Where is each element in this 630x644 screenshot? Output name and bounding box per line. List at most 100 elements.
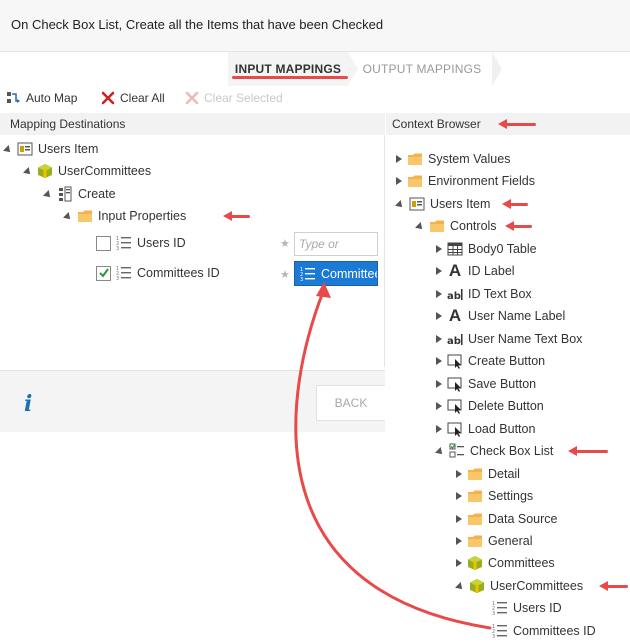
- tree-item-environment-fields[interactable]: Environment Fields: [396, 171, 535, 191]
- expand-icon[interactable]: [415, 222, 425, 232]
- svg-text:3: 3: [116, 246, 119, 251]
- smartobject-icon: [468, 556, 482, 570]
- expand-icon[interactable]: [396, 177, 402, 185]
- expand-icon[interactable]: [63, 212, 73, 222]
- svg-text:2: 2: [492, 606, 495, 612]
- svg-text:1: 1: [300, 267, 303, 273]
- tree-item-label: Check Box List: [470, 444, 554, 458]
- clear-all-button[interactable]: Clear All: [100, 89, 165, 107]
- expand-icon[interactable]: [436, 267, 442, 275]
- folder-icon: [468, 513, 482, 525]
- tree-item-usercommittees[interactable]: UserCommittees: [23, 161, 152, 181]
- expand-icon[interactable]: [395, 200, 405, 210]
- users-id-mapping-input[interactable]: Type or: [294, 232, 378, 256]
- expand-icon[interactable]: [436, 290, 442, 298]
- tree-item-delete-button[interactable]: Delete Button: [436, 396, 544, 416]
- tree-item-controls[interactable]: Controls: [415, 216, 497, 236]
- tree-item-body0-table[interactable]: Body0 Table: [436, 239, 537, 259]
- users-id-checkbox[interactable]: [96, 235, 111, 251]
- tree-item-users-item[interactable]: Users Item: [3, 139, 99, 159]
- tree-item-label: Save Button: [468, 377, 537, 391]
- button-icon: [447, 377, 462, 392]
- clear-selected-button[interactable]: Clear Selected: [184, 89, 283, 107]
- tab-output-mappings[interactable]: OUTPUT MAPPINGS: [352, 52, 492, 86]
- tree-item-data-source[interactable]: Data Source: [456, 509, 557, 529]
- tree-item-usercommittees[interactable]: UserCommittees: [455, 576, 584, 596]
- expand-icon[interactable]: [436, 402, 442, 410]
- annotation-arrow: [502, 199, 528, 209]
- tree-item-create-button[interactable]: Create Button: [436, 351, 545, 371]
- committees-id-mapping-token[interactable]: 123 Committees ID: [294, 261, 378, 286]
- expand-icon[interactable]: [3, 145, 13, 155]
- tree-item-label: Users Item: [38, 142, 99, 156]
- smartobject-icon: [470, 579, 484, 593]
- tree-item-create[interactable]: Create: [43, 184, 116, 204]
- tree-item-check-box-list[interactable]: Check Box List: [435, 441, 554, 461]
- property-icon: 123: [492, 601, 507, 616]
- tree-item-user-name-text-box[interactable]: ab User Name Text Box: [436, 329, 582, 349]
- auto-map-button[interactable]: Auto Map: [6, 89, 77, 107]
- mapping-destinations-header: Mapping Destinations: [0, 113, 385, 135]
- expand-icon[interactable]: [456, 537, 462, 545]
- expand-icon[interactable]: [436, 335, 442, 343]
- label-icon: A: [448, 306, 462, 325]
- textbox-icon: ab: [447, 334, 463, 347]
- tree-item-settings[interactable]: Settings: [456, 486, 533, 506]
- mapping-destinations-panel: [0, 135, 385, 367]
- method-icon: [59, 186, 72, 202]
- expand-icon[interactable]: [435, 447, 445, 457]
- tree-item-id-text-box[interactable]: ab ID Text Box: [436, 284, 532, 304]
- expand-icon[interactable]: [436, 357, 442, 365]
- tree-item-save-button[interactable]: Save Button: [436, 374, 536, 394]
- tree-item-general[interactable]: General: [456, 531, 532, 551]
- table-icon: [447, 242, 463, 256]
- tree-item-user-name-label[interactable]: A User Name Label: [436, 306, 565, 326]
- tree-item-committees[interactable]: Committees: [456, 553, 555, 573]
- svg-text:3: 3: [492, 611, 495, 616]
- expand-icon[interactable]: [436, 245, 442, 253]
- expand-icon[interactable]: [436, 380, 442, 388]
- tab-input-mappings[interactable]: INPUT MAPPINGS: [228, 52, 348, 86]
- tree-item-label: Users Item: [430, 197, 491, 211]
- tree-item-label: Delete Button: [468, 399, 544, 413]
- tree-item-label: System Values: [428, 152, 511, 166]
- button-icon: [447, 422, 462, 437]
- tree-item-system-values[interactable]: System Values: [396, 149, 510, 169]
- back-button[interactable]: BACK: [316, 385, 385, 421]
- expand-icon[interactable]: [456, 470, 462, 478]
- tree-item-users-item[interactable]: Users Item: [395, 194, 491, 214]
- tree-item-load-button[interactable]: Load Button: [436, 419, 535, 439]
- back-button-label: BACK: [334, 396, 368, 410]
- expand-icon[interactable]: [436, 425, 442, 433]
- expand-icon[interactable]: [456, 559, 462, 567]
- required-star-icon: ★: [280, 269, 290, 281]
- tree-item-input-properties[interactable]: Input Properties: [63, 206, 187, 226]
- expand-icon[interactable]: [456, 515, 462, 523]
- expand-icon[interactable]: [436, 312, 442, 320]
- toolbar: Auto Map Clear All Clear Selected: [0, 86, 630, 110]
- expand-icon[interactable]: [23, 167, 33, 177]
- clear-selected-label: Clear Selected: [204, 91, 283, 105]
- tab-input-mappings-label: INPUT MAPPINGS: [234, 62, 342, 76]
- tree-item-id-label[interactable]: A ID Label: [436, 261, 515, 281]
- tree-item-label: UserCommittees: [490, 579, 584, 593]
- tree-item-label: UserCommittees: [58, 164, 152, 178]
- tree-item-detail[interactable]: Detail: [456, 464, 520, 484]
- svg-text:3: 3: [116, 276, 119, 281]
- property-label: Committees ID: [137, 266, 220, 280]
- expand-icon[interactable]: [456, 492, 462, 500]
- tree-item-label: Input Properties: [98, 209, 187, 223]
- committees-id-checkbox[interactable]: [96, 265, 111, 281]
- svg-text:2: 2: [300, 272, 303, 278]
- expand-icon[interactable]: [455, 582, 465, 592]
- tab-chevron: [348, 52, 358, 86]
- active-tab-annotation: [232, 76, 348, 79]
- expand-icon[interactable]: [396, 155, 402, 163]
- tree-item-label: Create Button: [468, 354, 546, 368]
- expand-icon[interactable]: [43, 190, 53, 200]
- info-icon[interactable]: i: [24, 391, 33, 417]
